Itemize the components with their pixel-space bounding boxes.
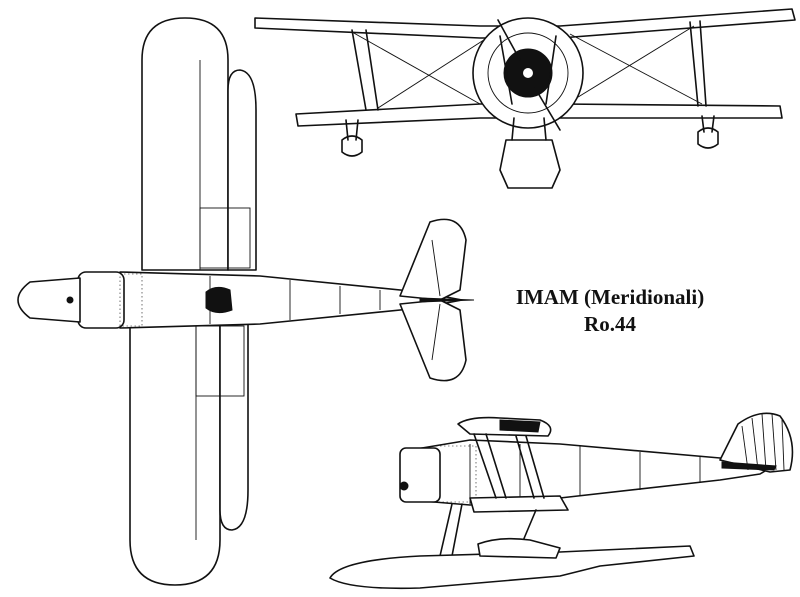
plan-horizontal-tail-bottom bbox=[399, 299, 467, 382]
side-lower-wing bbox=[469, 495, 569, 513]
plan-propeller-spinner bbox=[17, 277, 81, 323]
side-fuselage bbox=[409, 439, 771, 506]
plan-engine-cowling bbox=[77, 271, 125, 329]
plan-cockpit bbox=[205, 286, 233, 314]
caption-model: Ro.44 bbox=[584, 312, 636, 336]
side-engine-cowling bbox=[399, 447, 441, 503]
caption-manufacturer: IMAM (Meridionali) bbox=[515, 285, 705, 309]
plan-upper-wing-bottom bbox=[129, 321, 221, 586]
plan-upper-wing-top bbox=[141, 17, 229, 271]
side-view bbox=[329, 412, 794, 590]
aircraft-caption: IMAM (Meridionali) Ro.44 bbox=[480, 284, 740, 338]
front-central-float bbox=[499, 139, 561, 189]
side-vertical-tail bbox=[719, 412, 794, 473]
plan-view bbox=[17, 17, 475, 586]
side-main-float bbox=[329, 545, 695, 590]
front-left-wingtip-float bbox=[341, 135, 363, 157]
plan-horizontal-tail-top bbox=[399, 218, 467, 301]
front-right-wingtip-float bbox=[697, 127, 719, 149]
front-view bbox=[254, 8, 796, 189]
